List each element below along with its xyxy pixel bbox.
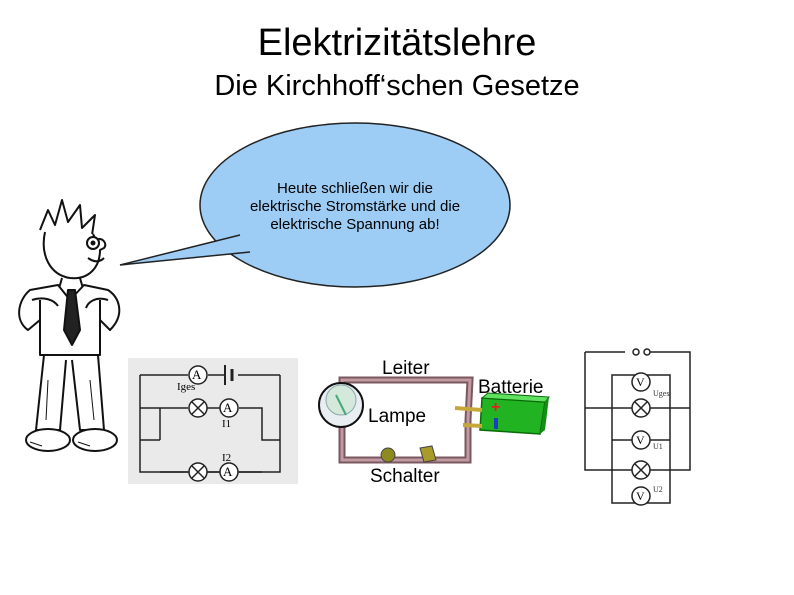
current-branch1-label: I1 — [222, 418, 232, 430]
current-total-label: Iges — [177, 381, 196, 393]
speech-bubble-text: Heute schließen wir die elektrische Stro… — [222, 180, 488, 234]
switch-icon — [380, 445, 437, 463]
label-battery: Batterie — [478, 377, 544, 398]
voltmeter-total-symbol: V — [636, 375, 645, 389]
speech-line-1: Heute schließen wir die — [277, 180, 433, 197]
voltmeter-branch1-symbol: V — [636, 433, 645, 447]
voltage-total-label: Uges — [653, 389, 670, 398]
label-lamp: Lampe — [368, 406, 427, 427]
speech-line-3: elektrische Spannung ab! — [270, 216, 440, 233]
slide-title: Elektrizitätslehre — [257, 22, 537, 64]
svg-text:+: + — [491, 399, 500, 416]
ammeter-branch1-symbol: A — [223, 400, 233, 415]
ammeter-branch2-symbol: A — [223, 464, 233, 479]
current-branch2-label: I2 — [222, 452, 232, 464]
voltmeter-branch2-symbol: V — [636, 489, 645, 503]
speech-bubble — [119, 122, 511, 288]
teacher-figure — [18, 199, 121, 452]
speech-line-2: elektrische Stromstärke und die — [249, 198, 461, 215]
simple-circuit-illustration: + — [318, 376, 550, 464]
battery-icon: + — [454, 392, 550, 435]
voltage-branch1-label: U1 — [653, 442, 663, 451]
lamp-icon — [318, 382, 364, 428]
slide-subtitle: Die Kirchhoff‘schen Gesetze — [214, 70, 580, 102]
voltage-branch2-label: U2 — [653, 485, 663, 494]
voltage-diagram — [584, 348, 691, 506]
label-switch: Schalter — [370, 466, 440, 487]
ammeter-total-symbol: A — [192, 367, 202, 382]
label-conductor: Leiter — [382, 358, 430, 379]
parallel-current-diagram — [128, 358, 298, 484]
